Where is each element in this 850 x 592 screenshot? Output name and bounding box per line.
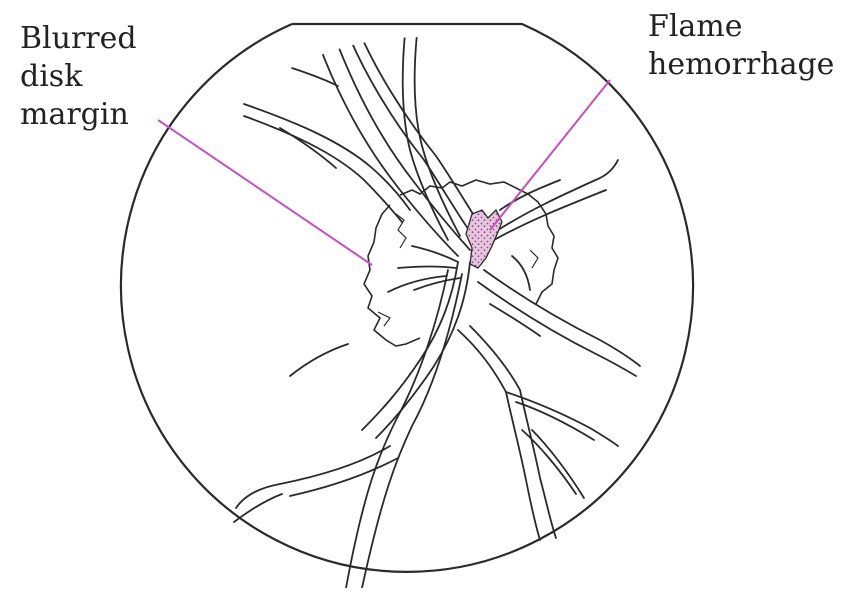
blurred-label-line-2: disk — [20, 58, 137, 96]
flame-label-line-1: Flame — [648, 8, 834, 46]
blurred-disk-margin-label: Blurred disk margin — [20, 20, 137, 134]
flame-label-line-2: hemorrhage — [648, 46, 834, 84]
flame-hemorrhage-leader-line — [490, 80, 610, 230]
fundus-outline — [121, 24, 693, 572]
flame-hemorrhage-label: Flame hemorrhage — [648, 8, 834, 84]
optic-disk-margin — [364, 180, 558, 346]
retinal-vessels — [234, 24, 640, 588]
blurred-label-line-3: margin — [20, 96, 137, 134]
blurred-disk-leader-line — [158, 120, 372, 265]
blurred-label-line-1: Blurred — [20, 20, 137, 58]
